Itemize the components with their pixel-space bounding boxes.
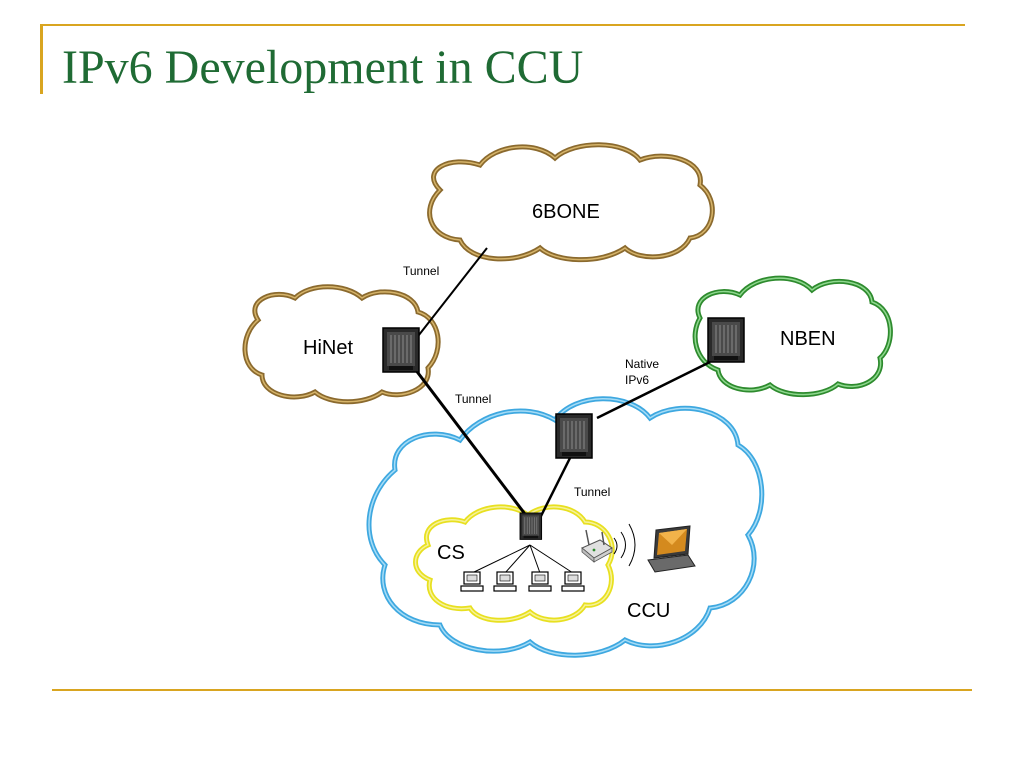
slide-title: IPv6 Development in CCU <box>62 41 584 94</box>
bottom-rule <box>52 689 972 691</box>
link-label-nben-ccu-line1: Native <box>625 357 659 371</box>
computer-icon <box>528 571 552 592</box>
router-icon <box>519 512 543 540</box>
link-label-hinet-cs: Tunnel <box>455 392 491 406</box>
link-nben-ccu <box>596 360 711 420</box>
cloud-label-6bone: 6BONE <box>532 201 600 223</box>
cloud-label-ccu: CCU <box>627 600 670 622</box>
computer-icon <box>561 571 585 592</box>
link-hinet-cs <box>410 364 530 519</box>
laptop-icon <box>647 525 696 573</box>
link-ccu-cs <box>538 457 572 519</box>
router-icon <box>707 317 745 363</box>
wireless-signal-icon <box>613 523 636 567</box>
link-label-ccu-cs: Tunnel <box>574 485 610 499</box>
cs-lan-links <box>471 544 574 574</box>
link-6bone-hinet <box>414 247 488 341</box>
cloud-label-nben: NBEN <box>780 328 836 350</box>
link-label-nben-ccu-line2: IPv6 <box>625 373 649 387</box>
router-icon <box>382 327 420 373</box>
router-icon <box>555 413 593 459</box>
wireless-access-point-icon <box>581 529 613 563</box>
computer-icon <box>460 571 484 592</box>
computer-icon <box>493 571 517 592</box>
top-rule <box>40 24 965 26</box>
side-rule <box>40 24 43 94</box>
cloud-label-hinet: HiNet <box>303 337 353 359</box>
link-label-6bone-hinet: Tunnel <box>403 264 439 278</box>
cloud-label-cs: CS <box>437 542 465 564</box>
